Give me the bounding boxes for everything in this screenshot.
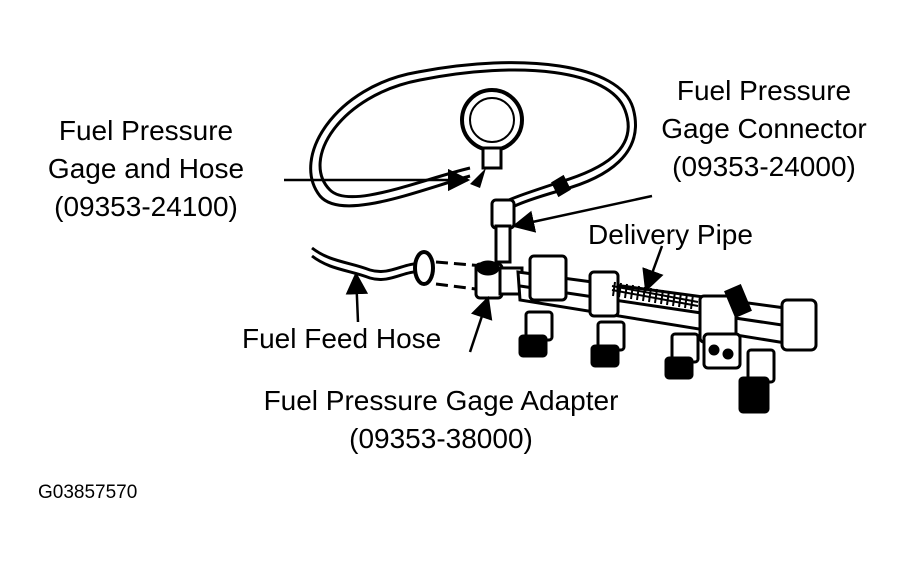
label-feed-hose: Fuel Feed Hose bbox=[242, 323, 442, 354]
gage-connector bbox=[490, 174, 571, 264]
label-gage-adapter-line1: Fuel Pressure Gage Adapter bbox=[263, 385, 619, 416]
leader-gage-connector bbox=[511, 194, 653, 233]
leader-feed-hose bbox=[345, 271, 369, 323]
gage-adapter bbox=[474, 260, 524, 300]
label-gage-and-hose-line1: Fuel Pressure bbox=[58, 115, 234, 146]
leader-lines bbox=[284, 168, 664, 353]
fuel-injector-1 bbox=[518, 310, 554, 358]
label-delivery-pipe: Delivery Pipe bbox=[588, 219, 753, 250]
label-gage-connector-line1: Fuel Pressure bbox=[676, 75, 852, 106]
delivery-pipe-rail bbox=[516, 254, 818, 352]
leader-delivery-pipe bbox=[642, 245, 664, 293]
label-gage-adapter-line2: (09353-38000) bbox=[349, 423, 533, 454]
fuel-feed-hose bbox=[311, 246, 421, 281]
leader-gage-adapter bbox=[468, 295, 493, 353]
label-gage-adapter: Fuel Pressure Gage Adapter (09353-38000) bbox=[232, 382, 650, 458]
hose-clip bbox=[413, 250, 485, 292]
label-gage-connector-line3: (09353-24000) bbox=[672, 151, 856, 182]
pressure-gauge bbox=[460, 88, 524, 188]
label-gage-connector: Fuel Pressure Gage Connector (09353-2400… bbox=[646, 72, 882, 186]
label-gage-and-hose-line3: (09353-24100) bbox=[54, 191, 238, 222]
fuel-injector-4 bbox=[738, 348, 776, 414]
pipe-bracket bbox=[702, 332, 742, 370]
fuel-injector-3 bbox=[664, 332, 700, 380]
figure-reference: G03857570 bbox=[38, 482, 138, 503]
label-gage-and-hose-line2: Gage and Hose bbox=[47, 153, 245, 184]
fuel-injector-2 bbox=[590, 320, 626, 368]
label-gage-and-hose: Fuel Pressure Gage and Hose (09353-24100… bbox=[36, 112, 256, 226]
label-gage-connector-line2: Gage Connector bbox=[661, 113, 867, 144]
